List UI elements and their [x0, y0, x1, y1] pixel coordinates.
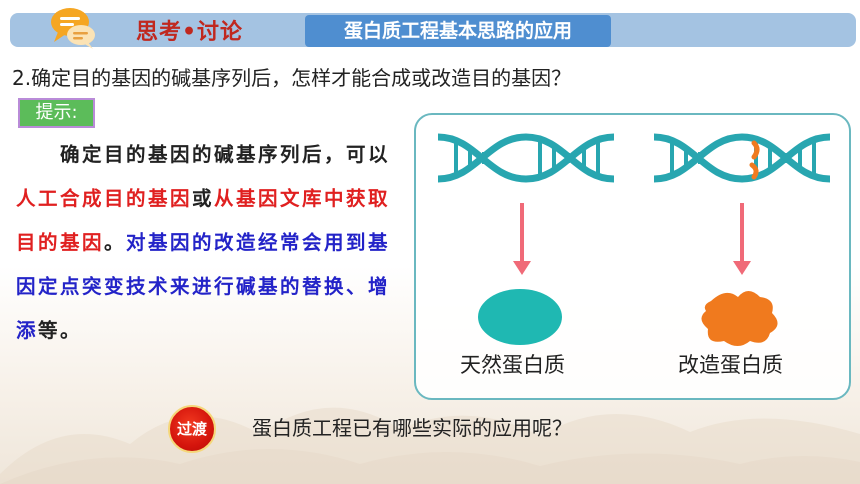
answer-line-1: 确定目的基因的碱基序列后， — [60, 143, 347, 166]
answer-text-d: 等。 — [38, 319, 83, 342]
modified-protein-shape — [701, 291, 778, 346]
hint-tag: 提示: — [18, 98, 95, 128]
mutation-mark — [749, 140, 760, 180]
discussion-label: 思考•讨论 — [136, 19, 244, 45]
page-title: 蛋白质工程基本思路的应用 — [305, 15, 611, 47]
answer-text-c: 。 — [104, 231, 127, 254]
modified-protein-caption: 改造蛋白质 — [678, 353, 783, 377]
transition-text: 蛋白质工程已有哪些实际的应用呢？ — [252, 416, 572, 440]
transition-badge: 过渡 — [168, 405, 216, 453]
answer-paragraph: 确定目的基因的碱基序列后，可以人工合成目的基因或从基因文库中获取目的基因。对基因… — [16, 133, 404, 353]
dna-natural-icon — [437, 133, 615, 183]
diagram-panel: 天然蛋白质 改造蛋白质 — [414, 113, 851, 400]
answer-text-a: 可以 — [346, 143, 391, 166]
answer-highlight-library: 从基因文库中获取目的基因 — [16, 187, 391, 254]
answer-highlight-synthesis: 人工合成目的基因 — [16, 187, 193, 210]
natural-protein-caption: 天然蛋白质 — [460, 353, 565, 377]
question-text: 2.确定目的基因的碱基序列后，怎样才能合成或改造目的基因？ — [12, 66, 572, 90]
arrow-down-icon — [733, 203, 751, 275]
answer-highlight-mutagenesis: 对基因的改造经常会用到基因定点突变技术来进行碱基的替换、增添 — [16, 231, 391, 342]
speech-bubbles-icon — [51, 8, 95, 49]
dna-modified-icon — [653, 133, 831, 183]
answer-text-b: 或 — [192, 187, 215, 210]
arrow-down-icon — [513, 203, 531, 275]
natural-protein-shape — [478, 289, 562, 345]
